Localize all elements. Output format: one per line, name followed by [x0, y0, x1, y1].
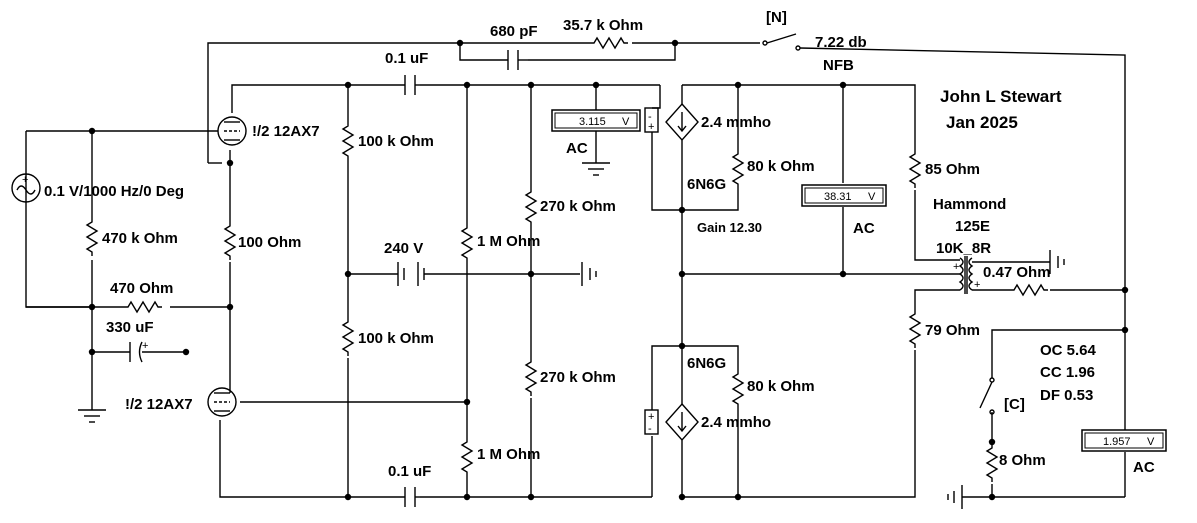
label-transformer-maker: Hammond: [933, 196, 1006, 213]
meter-3-unit: V: [1147, 436, 1155, 448]
label-tube-lower-output: 6N6G: [687, 355, 726, 372]
label-r-cathode-470: 470 Ohm: [110, 280, 173, 297]
label-r-grid: 470 k Ohm: [102, 230, 178, 247]
svg-text:+: +: [648, 121, 654, 133]
labels: 680 pF 35.7 k Ohm [N] 7.22 db NFB 0.1 uF…: [44, 9, 1097, 480]
label-r-secondary: 0.47 Ohm: [983, 264, 1051, 281]
label-tube-upper-output: 6N6G: [687, 176, 726, 193]
meter-1-unit: V: [622, 116, 630, 128]
label-gm-bottom: 2.4 mmho: [701, 414, 771, 431]
label-df: DF 0.53: [1040, 387, 1093, 404]
label-c-coupling-top: 0.1 uF: [385, 50, 428, 67]
meter-1: 3.115 V AC: [551, 109, 641, 157]
label-r-pri-top: 85 Ohm: [925, 161, 980, 178]
label-r-grid-bottom: 1 M Ohm: [477, 446, 540, 463]
tube-upper: [217, 116, 247, 146]
meter-2: 38.31 V AC: [801, 184, 887, 237]
label-r-div-top: 270 k Ohm: [540, 198, 616, 215]
label-source: 0.1 V/1000 Hz/0 Deg: [44, 183, 184, 200]
label-c-feedback: 680 pF: [490, 23, 538, 40]
label-r-pri-bottom: 79 Ohm: [925, 322, 980, 339]
load-switch[interactable]: [979, 377, 995, 415]
vccs-upper: -+: [644, 102, 699, 142]
tube-lower: [207, 387, 237, 417]
label-transformer-model: 125E: [955, 218, 990, 235]
label-rp-bottom: 80 k Ohm: [747, 378, 815, 395]
meter-2-mode: AC: [853, 220, 875, 237]
label-battery: 240 V: [384, 240, 423, 257]
label-c-coupling-bottom: 0.1 uF: [388, 463, 431, 480]
vccs-lower: +-: [644, 402, 699, 442]
capacitors: +: [129, 50, 528, 507]
label-r-grid-top: 1 M Ohm: [477, 233, 540, 250]
junctions: [88, 39, 1129, 501]
label-nfb-tag: [N]: [766, 9, 787, 26]
label-load-tag: [C]: [1004, 396, 1025, 413]
meter-2-value: 38.31: [824, 191, 852, 203]
svg-text:-: -: [648, 111, 652, 123]
label-r-load: 8 Ohm: [999, 452, 1046, 469]
label-r-cathode-100: 100 Ohm: [238, 234, 301, 251]
meter-3-mode: AC: [1133, 459, 1155, 476]
author-name: John L Stewart: [940, 87, 1062, 106]
output-transformer: ++: [953, 256, 980, 294]
label-transformer-ratio: 10K_8R: [936, 240, 991, 257]
label-gain: Gain 12.30: [697, 220, 762, 235]
label-rp-top: 80 k Ohm: [747, 158, 815, 175]
label-r-plate-top: 100 k Ohm: [358, 133, 434, 150]
label-r-feedback: 35.7 k Ohm: [563, 17, 643, 34]
svg-text:+: +: [953, 261, 959, 273]
ac-source: +: [11, 173, 41, 203]
svg-text:-: -: [648, 423, 652, 435]
meter-1-mode: AC: [566, 140, 588, 157]
label-r-div-bottom: 270 k Ohm: [540, 369, 616, 386]
meter-1-value: 3.115: [579, 116, 606, 128]
resistors: [86, 37, 1049, 483]
label-tube-upper: !/2 12AX7: [252, 123, 320, 140]
svg-text:+: +: [22, 174, 28, 186]
label-nfb: NFB: [823, 57, 854, 74]
label-cc: CC 1.96: [1040, 364, 1095, 381]
author-date: Jan 2025: [946, 113, 1018, 132]
meter-2-unit: V: [868, 191, 876, 203]
nfb-switch[interactable]: [762, 33, 801, 51]
svg-text:+: +: [142, 340, 148, 352]
label-tube-lower: !/2 12AX7: [125, 396, 193, 413]
meter-3-value: 1.957: [1103, 436, 1131, 448]
svg-text:+: +: [648, 411, 654, 423]
svg-text:+: +: [974, 279, 980, 291]
batteries-grounds: [78, 162, 1065, 509]
label-oc: OC 5.64: [1040, 342, 1097, 359]
label-gm-top: 2.4 mmho: [701, 114, 771, 131]
label-nfb-db: 7.22 db: [815, 34, 867, 51]
label-c-bypass: 330 uF: [106, 319, 154, 336]
label-r-plate-bottom: 100 k Ohm: [358, 330, 434, 347]
meter-3: 1.957 V AC: [1081, 429, 1167, 476]
